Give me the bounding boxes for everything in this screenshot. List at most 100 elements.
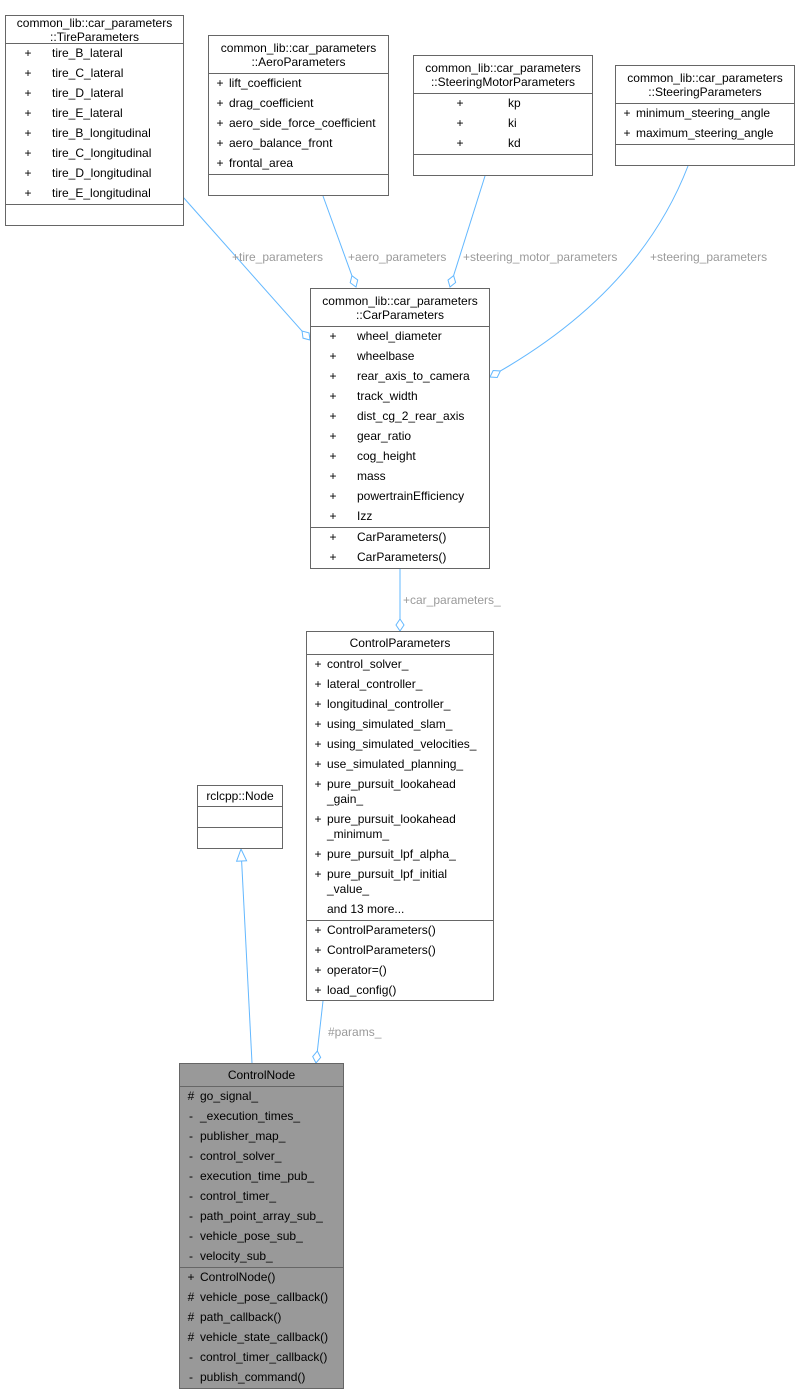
attribute-row[interactable]: +wheelbase bbox=[311, 347, 489, 367]
visibility-marker: + bbox=[314, 757, 322, 771]
method-row[interactable]: +load_config() bbox=[307, 981, 493, 1001]
member-name: aero_side_force_coefficient bbox=[229, 116, 376, 130]
attribute-row[interactable]: -velocity_sub_ bbox=[180, 1247, 343, 1267]
attribute-row[interactable]: +lateral_controller_ bbox=[307, 675, 493, 695]
attribute-row[interactable]: +ki bbox=[414, 114, 592, 134]
visibility-marker: + bbox=[329, 469, 337, 483]
method-row[interactable]: +ControlParameters() bbox=[307, 941, 493, 961]
class-steering-parameters[interactable]: common_lib::car_parameters::SteeringPara… bbox=[615, 65, 795, 166]
attribute-row[interactable]: +control_solver_ bbox=[307, 655, 493, 675]
class-rclcpp-node[interactable]: rclcpp::Node bbox=[197, 785, 283, 849]
visibility-marker: + bbox=[216, 96, 224, 110]
member-name: execution_time_pub_ bbox=[200, 1169, 315, 1183]
attribute-row[interactable]: +wheel_diameter bbox=[311, 327, 489, 347]
attributes-section: +tire_B_lateral+tire_C_lateral+tire_D_la… bbox=[6, 44, 183, 205]
method-row[interactable]: +ControlNode() bbox=[180, 1268, 343, 1288]
class-control-node[interactable]: ControlNode#go_signal_-_execution_times_… bbox=[179, 1063, 344, 1389]
attribute-row[interactable]: +kd bbox=[414, 134, 592, 154]
attribute-row[interactable]: +powertrainEfficiency bbox=[311, 487, 489, 507]
attribute-row[interactable]: -control_timer_ bbox=[180, 1187, 343, 1207]
class-car-parameters[interactable]: common_lib::car_parameters::CarParameter… bbox=[310, 288, 490, 569]
member-name: Izz bbox=[357, 509, 373, 523]
attribute-row[interactable]: +cog_height bbox=[311, 447, 489, 467]
attribute-row[interactable]: -vehicle_pose_sub_ bbox=[180, 1227, 343, 1247]
method-row[interactable]: +CarParameters() bbox=[311, 548, 489, 568]
visibility-marker bbox=[307, 902, 325, 917]
attribute-row[interactable]: +using_simulated_velocities_ bbox=[307, 735, 493, 755]
attribute-row[interactable]: +pure_pursuit_lookahead _minimum_ bbox=[307, 810, 493, 845]
attribute-row[interactable]: +tire_D_longitudinal bbox=[6, 164, 183, 184]
class-title-line: common_lib::car_parameters bbox=[16, 15, 173, 30]
attribute-row[interactable]: -control_solver_ bbox=[180, 1147, 343, 1167]
visibility-marker: + bbox=[24, 66, 32, 80]
attribute-row[interactable]: -execution_time_pub_ bbox=[180, 1167, 343, 1187]
attribute-row[interactable]: +maximum_steering_angle bbox=[616, 124, 794, 144]
attribute-row[interactable]: +tire_B_longitudinal bbox=[6, 124, 183, 144]
attribute-row[interactable]: +drag_coefficient bbox=[209, 94, 388, 114]
attribute-row[interactable]: -_execution_times_ bbox=[180, 1107, 343, 1127]
method-row[interactable]: +ControlParameters() bbox=[307, 921, 493, 941]
visibility-marker: + bbox=[456, 96, 464, 110]
attribute-row[interactable]: +tire_C_longitudinal bbox=[6, 144, 183, 164]
edge-label-aero: +aero_parameters bbox=[348, 250, 447, 264]
attribute-row[interactable]: +tire_B_lateral bbox=[6, 44, 183, 64]
method-row[interactable]: -control_timer_callback() bbox=[180, 1348, 343, 1368]
attribute-row[interactable]: +rear_axis_to_camera bbox=[311, 367, 489, 387]
attribute-row[interactable]: +tire_E_longitudinal bbox=[6, 184, 183, 204]
visibility-marker: + bbox=[314, 812, 322, 826]
attribute-row[interactable]: +using_simulated_slam_ bbox=[307, 715, 493, 735]
edge-label-params: #params_ bbox=[328, 1025, 382, 1039]
edge-steering-parameters bbox=[500, 165, 689, 372]
visibility-marker: # bbox=[187, 1089, 195, 1103]
method-row[interactable]: -publish_command() bbox=[180, 1368, 343, 1388]
attribute-row[interactable]: -publisher_map_ bbox=[180, 1127, 343, 1147]
attribute-row[interactable]: and 13 more... bbox=[307, 900, 493, 920]
visibility-marker: + bbox=[329, 349, 337, 363]
method-row[interactable]: #vehicle_pose_callback() bbox=[180, 1288, 343, 1308]
visibility-marker: + bbox=[456, 136, 464, 150]
attribute-row[interactable]: +pure_pursuit_lpf_initial _value_ bbox=[307, 865, 493, 900]
method-row[interactable]: +CarParameters() bbox=[311, 528, 489, 548]
member-name: _execution_times_ bbox=[200, 1109, 301, 1123]
attribute-row[interactable]: +tire_C_lateral bbox=[6, 64, 183, 84]
member-name: powertrainEfficiency bbox=[357, 489, 465, 503]
visibility-marker: + bbox=[329, 389, 337, 403]
attribute-row[interactable]: +gear_ratio bbox=[311, 427, 489, 447]
visibility-marker: # bbox=[187, 1290, 195, 1304]
attribute-row[interactable]: +aero_balance_front bbox=[209, 134, 388, 154]
class-title-line: ::SteeringMotorParameters bbox=[430, 74, 576, 89]
member-name: gear_ratio bbox=[357, 429, 412, 443]
class-steering-motor-parameters[interactable]: common_lib::car_parameters::SteeringMoto… bbox=[413, 55, 593, 176]
attribute-row[interactable]: +Izz bbox=[311, 507, 489, 527]
class-tire-parameters[interactable]: common_lib::car_parameters::TireParamete… bbox=[5, 15, 184, 226]
attribute-row[interactable]: +aero_side_force_coefficient bbox=[209, 114, 388, 134]
attribute-row[interactable]: #go_signal_ bbox=[180, 1087, 343, 1107]
edge-label-steer: +steering_parameters bbox=[650, 250, 768, 264]
attribute-row[interactable]: +minimum_steering_angle bbox=[616, 104, 794, 124]
method-row[interactable]: #vehicle_state_callback() bbox=[180, 1328, 343, 1348]
member-name: ControlParameters() bbox=[327, 943, 436, 957]
member-name: track_width bbox=[357, 389, 418, 403]
attribute-row[interactable]: +dist_cg_2_rear_axis bbox=[311, 407, 489, 427]
attribute-row[interactable]: +pure_pursuit_lookahead _gain_ bbox=[307, 775, 493, 810]
attribute-row[interactable]: +lift_coefficient bbox=[209, 74, 388, 94]
attribute-row[interactable]: +pure_pursuit_lpf_alpha_ bbox=[307, 845, 493, 865]
attribute-row[interactable]: +longitudinal_controller_ bbox=[307, 695, 493, 715]
attribute-row[interactable]: + track_width bbox=[311, 387, 489, 407]
method-row[interactable]: +operator=() bbox=[307, 961, 493, 981]
class-aero-parameters[interactable]: common_lib::car_parameters::AeroParamete… bbox=[208, 35, 389, 196]
member-name: path_point_array_sub_ bbox=[200, 1209, 323, 1223]
method-row[interactable]: #path_callback() bbox=[180, 1308, 343, 1328]
diamond-car-parameters-icon bbox=[395, 618, 405, 632]
attribute-row[interactable]: +tire_E_lateral bbox=[6, 104, 183, 124]
attribute-row[interactable]: -path_point_array_sub_ bbox=[180, 1207, 343, 1227]
attribute-row[interactable]: +frontal_area bbox=[209, 154, 388, 174]
class-control-parameters[interactable]: ControlParameters+control_solver_+latera… bbox=[306, 631, 494, 1001]
attribute-row[interactable]: +kp bbox=[414, 94, 592, 114]
member-name: publisher_map_ bbox=[200, 1129, 286, 1143]
visibility-marker: + bbox=[314, 867, 322, 881]
attribute-row[interactable]: +mass bbox=[311, 467, 489, 487]
attribute-row[interactable]: +use_simulated_planning_ bbox=[307, 755, 493, 775]
attribute-row[interactable]: +tire_D_lateral bbox=[6, 84, 183, 104]
member-name: pure_pursuit_lpf_alpha_ bbox=[327, 847, 456, 861]
